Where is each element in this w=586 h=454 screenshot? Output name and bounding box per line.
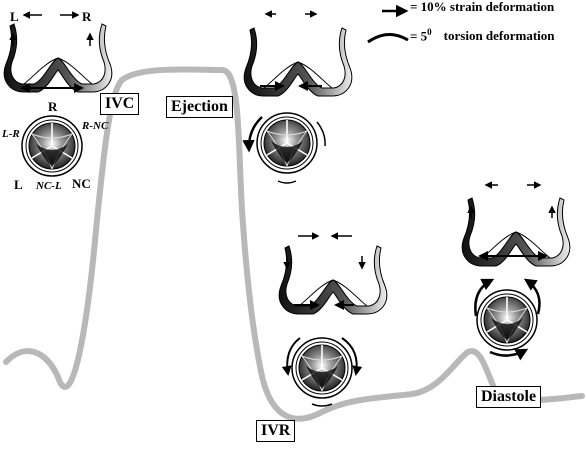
label-l-cusp: L <box>14 177 23 192</box>
aortic-root-ivr <box>278 245 388 315</box>
label-top-right: R <box>82 9 92 24</box>
valve-face-ejection <box>256 112 318 174</box>
aortic-root-ivc <box>3 23 113 93</box>
torsion-arc-dia-right <box>523 278 541 315</box>
torsion-arc-ejection-right <box>316 121 326 147</box>
torsion-legend-prefix: = 5 <box>410 28 428 44</box>
torsion-legend-degree: 0 <box>427 27 432 37</box>
label-nc-l-commissure: NC-L <box>36 180 62 192</box>
strain-legend-text: = 10% strain deformation <box>410 0 555 14</box>
torsion-legend-suffix: torsion deformation <box>443 28 555 44</box>
phase-label-diastole: Diastole <box>476 386 542 408</box>
valve-face-ivr <box>291 337 353 399</box>
valve-face-ivc <box>21 115 83 177</box>
cardiac-cycle-curve <box>3 66 585 422</box>
torsion-arc-ivr-left <box>281 337 301 376</box>
torsion-arc-ejection-left <box>242 116 263 153</box>
torsion-arc-ejection-bottom <box>277 180 297 184</box>
torsion-arc-dia-bottom <box>489 348 529 361</box>
torsion-legend-arc <box>367 33 409 44</box>
label-r-cusp: R <box>48 99 58 114</box>
torsion-legend-text: = 50 torsion deformation <box>410 27 555 44</box>
label-l-r-commissure: L-R <box>2 128 20 140</box>
torsion-arc-dia-left <box>474 278 495 317</box>
phase-label-ivr: IVR <box>256 420 296 442</box>
valve-face-diastole <box>476 289 538 351</box>
label-top-left: L <box>10 9 19 24</box>
torsion-arc-ivr-bottom <box>311 403 333 407</box>
torsion-arc-ivr-right <box>341 337 363 376</box>
phase-label-ivc: IVC <box>100 93 140 115</box>
label-r-nc-commissure: R-NC <box>82 120 109 132</box>
label-nc-cusp: NC <box>72 176 91 191</box>
phase-label-ejection: Ejection <box>166 96 233 118</box>
